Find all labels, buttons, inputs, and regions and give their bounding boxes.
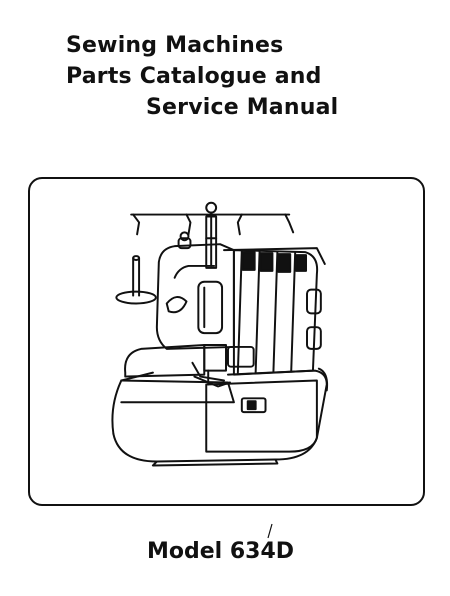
title-line-2: Parts Catalogue and	[66, 64, 322, 89]
machine-body-upper	[155, 231, 326, 376]
machine-base	[111, 343, 329, 467]
illustration-frame	[28, 177, 425, 506]
model-label: Model 634D	[147, 539, 295, 564]
serger-machine-illustration	[111, 201, 329, 467]
spool-pin	[115, 255, 157, 305]
title-line-1: Sewing Machines	[66, 33, 284, 58]
scan-mark	[267, 523, 273, 539]
needle-area	[191, 343, 255, 388]
title-line-3: Service Manual	[146, 95, 339, 120]
thread-stand	[130, 201, 295, 269]
